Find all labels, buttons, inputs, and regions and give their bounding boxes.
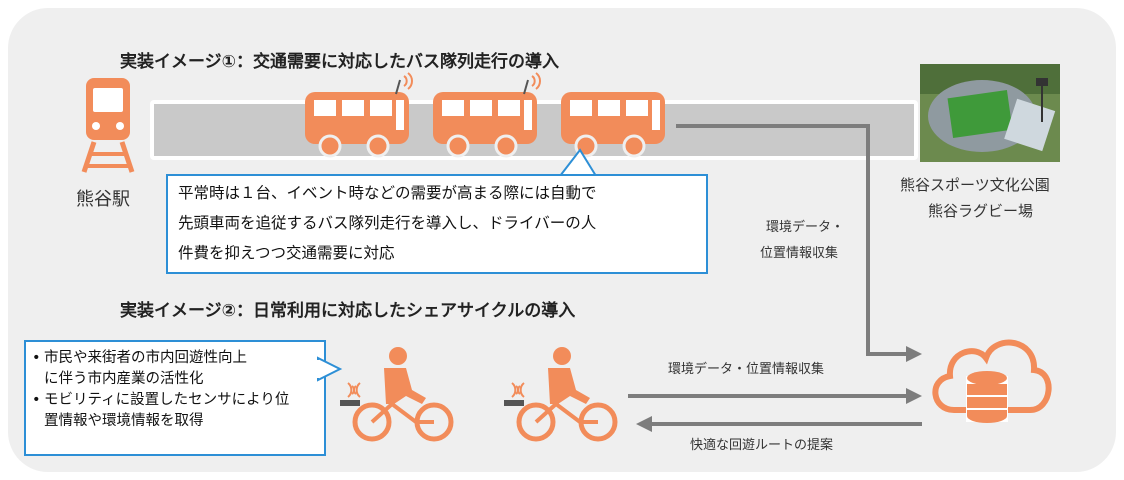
bus-platoon-callout: 平常時は１台、イベント時などの需要が高まる際には自動で 先頭車両を追従するバス隊… — [166, 174, 708, 274]
bus-icon — [433, 72, 541, 158]
cloud-database-icon — [932, 339, 1052, 423]
train-icon — [81, 78, 135, 173]
park-label: 熊谷スポーツ文化公園 — [900, 176, 1050, 194]
from-cloud-label: 快適な回遊ルートの提案 — [690, 438, 834, 453]
collect-label-line1: 環境データ・ — [766, 220, 845, 235]
callout-line: 平常時は１台、イベント時などの需要が高まる際には自動で — [178, 184, 597, 202]
cyclist-icon — [504, 347, 618, 442]
bus-icon — [561, 92, 665, 158]
collect-label-line2: 位置情報収集 — [760, 246, 839, 261]
stadium-photo — [920, 64, 1060, 162]
cyclist-icon — [340, 347, 454, 442]
callout-line: 先頭車両を追従するバス隊列走行を導入し、ドライバーの人 — [178, 214, 597, 232]
stadium-label: 熊谷ラグビー場 — [928, 202, 1034, 220]
station-label: 熊谷駅 — [76, 189, 130, 210]
section2-title: 実装イメージ②：日常利用に対応したシェアサイクルの導入 — [120, 301, 576, 321]
callout-line: 件費を抑えつつ交通需要に対応 — [178, 244, 395, 262]
bus-icon — [305, 72, 413, 158]
section1-title: 実装イメージ①：交通需要に対応したバス隊列走行の導入 — [120, 52, 560, 72]
callout-pointer — [316, 356, 343, 382]
to-cloud-label: 環境データ・位置情報収集 — [668, 362, 825, 377]
